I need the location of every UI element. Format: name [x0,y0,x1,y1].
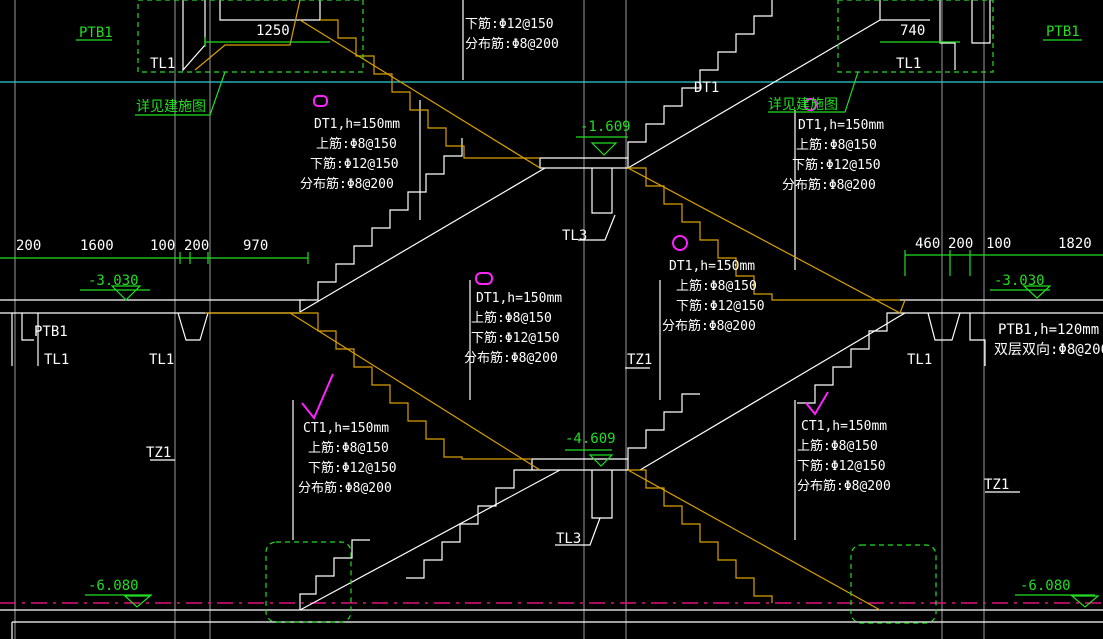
note-line: 上筋:Φ8@150 [796,137,877,153]
label-tl1-mid-left-b: TL1 [149,352,174,368]
review-marks [301,95,829,420]
label-tl1-top-right: TL1 [896,56,921,72]
elevation-left-bottom: -6.080 [88,578,139,594]
note-line: 下筋:Φ12@150 [676,298,765,314]
magenta-circle-mark-icon [804,98,817,111]
note-line: 下筋:Φ12@150 [308,460,397,476]
annotation-green [0,0,1103,624]
magenta-circle-mark-icon [672,235,688,251]
label-tl3-lower: TL3 [556,531,581,547]
elevation-right-bottom: -6.080 [1020,578,1071,594]
note-dt1-mid-right: DT1,h=150mm 上筋:Φ8@150 下筋:Φ12@150 分布筋:Φ8@… [662,259,765,334]
note-line: 分布筋:Φ8@200 [300,176,394,192]
label-green-note-left: 详见建施图 [136,99,206,115]
dimension-top-right: 740 [900,23,925,39]
dimension-right-3: 100 [986,236,1011,252]
note-line: 下筋:Φ12@150 [797,458,886,474]
note-dt1-upper-right: DT1,h=150mm 上筋:Φ8@150 下筋:Φ12@150 分布筋:Φ8@… [782,118,884,193]
magenta-check-mark-icon [301,373,334,420]
label-tz1-right: TZ1 [984,477,1009,493]
dimension-left-3: 100 [150,238,175,254]
note-title: CT1,h=150mm [801,419,887,434]
elevation-triangle-icons [110,142,1100,608]
dimension-top-left: 1250 [256,23,290,39]
label-ptb1-mid-right: PTB1,h=120mm [998,322,1099,338]
magenta-circle-mark-icon [313,95,328,107]
elevation-triangle-icon [1022,285,1052,299]
stair-flights-white [299,0,906,611]
note-line: 上筋:Φ8@150 [797,438,878,454]
dimension-left-2: 1600 [80,238,114,254]
elevation-triangle-icon [1070,595,1100,608]
note-title: DT1,h=150mm [476,291,562,306]
note-line: 分布筋:Φ8@200 [464,350,558,366]
label-tz1-center: TZ1 [627,352,652,368]
note-title: DT1,h=150mm [669,259,755,274]
note-dt1-upper-left: DT1,h=150mm 上筋:Φ8@150 下筋:Φ12@150 分布筋:Φ8@… [300,117,400,192]
label-tl1-top-left: TL1 [150,56,175,72]
note-ct1-lower-left: CT1,h=150mm 上筋:Φ8@150 下筋:Φ12@150 分布筋:Φ8@… [298,421,397,496]
note-line: 上筋:Φ8@150 [308,440,389,456]
top-partial-note-line-2: 分布筋:Φ8@200 [465,36,559,52]
top-partial-note-line-1: 下筋:Φ12@150 [465,16,554,32]
elevation-upper-landing: -1.609 [580,119,631,135]
note-line: 下筋:Φ12@150 [792,157,881,173]
dimension-right-4: 1820 [1058,236,1092,252]
note-line: 上筋:Φ8@150 [316,136,397,152]
label-tl3-upper: TL3 [562,228,587,244]
note-line: 分布筋:Φ8@200 [662,318,756,334]
elevation-lower-landing: -4.609 [565,431,616,447]
note-title: CT1,h=150mm [303,421,389,436]
label-tl1-mid-left-a: TL1 [44,352,69,368]
dimension-right-2: 200 [948,236,973,252]
note-leaders [150,214,1020,546]
magenta-check-mark-icon [805,391,829,416]
dimension-left-5: 970 [243,238,268,254]
dimension-left-1: 200 [16,238,41,254]
note-line: 下筋:Φ12@150 [310,156,399,172]
beam-outlines [11,0,991,519]
magenta-circle-mark-icon [475,272,493,285]
label-tl1-mid-right: TL1 [907,352,932,368]
note-ct1-lower-right: CT1,h=150mm 上筋:Φ8@150 下筋:Φ12@150 分布筋:Φ8@… [797,419,891,494]
note-line: 上筋:Φ8@150 [676,278,757,294]
elevation-triangle-icon [110,285,142,301]
dimension-right-1: 460 [915,236,940,252]
label-ptb1-mid-right-note: 双层双向:Φ8@200 [994,342,1103,358]
label-green-note-right: 详见建施图 [768,97,838,113]
label-dt1-tag: DT1 [694,80,719,96]
note-line: 分布筋:Φ8@200 [797,478,891,494]
elevation-triangle-icon [123,595,152,608]
elevation-triangle-icon [590,142,618,156]
label-ptb1-top-left: PTB1 [79,25,113,41]
elevation-right-mid: -3.030 [994,273,1045,289]
elevation-left-mid: -3.030 [88,273,139,289]
label-tz1-left: TZ1 [146,445,171,461]
note-line: 上筋:Φ8@150 [471,310,552,326]
elevation-triangle-icon [588,454,614,467]
label-ptb1-mid-left: PTB1 [34,324,68,340]
note-title: DT1,h=150mm [798,118,884,133]
note-dt1-mid-left: DT1,h=150mm 上筋:Φ8@150 下筋:Φ12@150 分布筋:Φ8@… [464,291,562,366]
note-title: DT1,h=150mm [314,117,400,132]
label-ptb1-top-right: PTB1 [1046,24,1080,40]
dimension-left-4: 200 [184,238,209,254]
note-line: 下筋:Φ12@150 [471,330,560,346]
stair-flights-orange [194,0,906,611]
note-line: 分布筋:Φ8@200 [298,480,392,496]
note-line: 分布筋:Φ8@200 [782,177,876,193]
